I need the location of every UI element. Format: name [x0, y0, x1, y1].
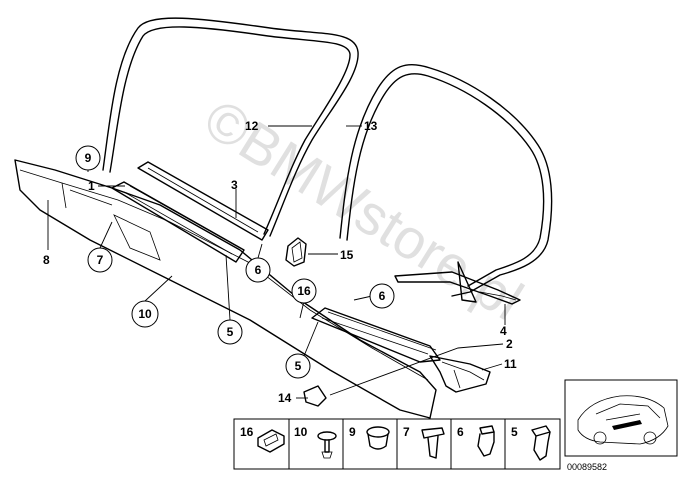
svg-text:10: 10: [294, 425, 308, 439]
label-13: 13: [364, 119, 378, 133]
rear-step-sill: [311, 307, 441, 363]
svg-text:10: 10: [138, 307, 152, 321]
svg-text:16: 16: [240, 425, 254, 439]
fastener-cell-10: 10: [294, 425, 337, 459]
svg-text:16: 16: [297, 284, 311, 298]
label-1: 1: [88, 179, 95, 193]
clip-14: [303, 385, 327, 407]
label-3: 3: [231, 178, 238, 192]
callout-5-front: 5: [217, 319, 243, 345]
svg-text:9: 9: [85, 151, 92, 165]
svg-text:5: 5: [511, 425, 518, 439]
callout-10: 10: [131, 300, 159, 328]
callout-5-rear: 5: [285, 353, 311, 379]
fastener-cell-6: 6: [457, 425, 495, 457]
label-14: 14: [278, 391, 292, 405]
svg-text:7: 7: [403, 425, 410, 439]
svg-text:6: 6: [457, 425, 464, 439]
callout-7: 7: [87, 247, 113, 273]
fastener-table: 16 10 9 7 6 5: [233, 418, 561, 470]
svg-text:5: 5: [295, 359, 302, 373]
diagram-number: 00089582: [567, 462, 607, 472]
grommet-15: [285, 237, 307, 267]
rear-door-seal: [339, 64, 553, 303]
leader-lines: [47, 125, 506, 399]
label-11: 11: [504, 357, 517, 371]
front-sill-trim: [137, 161, 269, 241]
label-2: 2: [506, 337, 513, 351]
svg-text:7: 7: [97, 253, 104, 267]
label-8: 8: [43, 253, 50, 267]
label-12: 12: [245, 119, 259, 133]
front-step-sill: [111, 181, 245, 263]
fastener-cell-7: 7: [403, 425, 445, 459]
callout-6-front: 6: [245, 257, 271, 283]
fastener-cell-9: 9: [349, 425, 390, 450]
svg-text:6: 6: [255, 263, 262, 277]
callout-16: 16: [291, 278, 317, 304]
callout-6-rear: 6: [369, 283, 395, 309]
fastener-cell-16: 16: [240, 425, 285, 453]
rear-seal-end: [394, 271, 521, 305]
callout-9: 9: [75, 145, 101, 171]
side-skirt: [14, 159, 437, 419]
front-door-seal: [102, 17, 359, 237]
bracket-11: [429, 355, 491, 393]
vehicle-locator-inset: [564, 379, 678, 457]
svg-text:9: 9: [349, 425, 356, 439]
label-4: 4: [500, 324, 507, 338]
svg-text:5: 5: [227, 325, 234, 339]
label-15: 15: [340, 248, 354, 262]
fastener-cell-5: 5: [511, 425, 551, 461]
svg-text:6: 6: [379, 289, 386, 303]
